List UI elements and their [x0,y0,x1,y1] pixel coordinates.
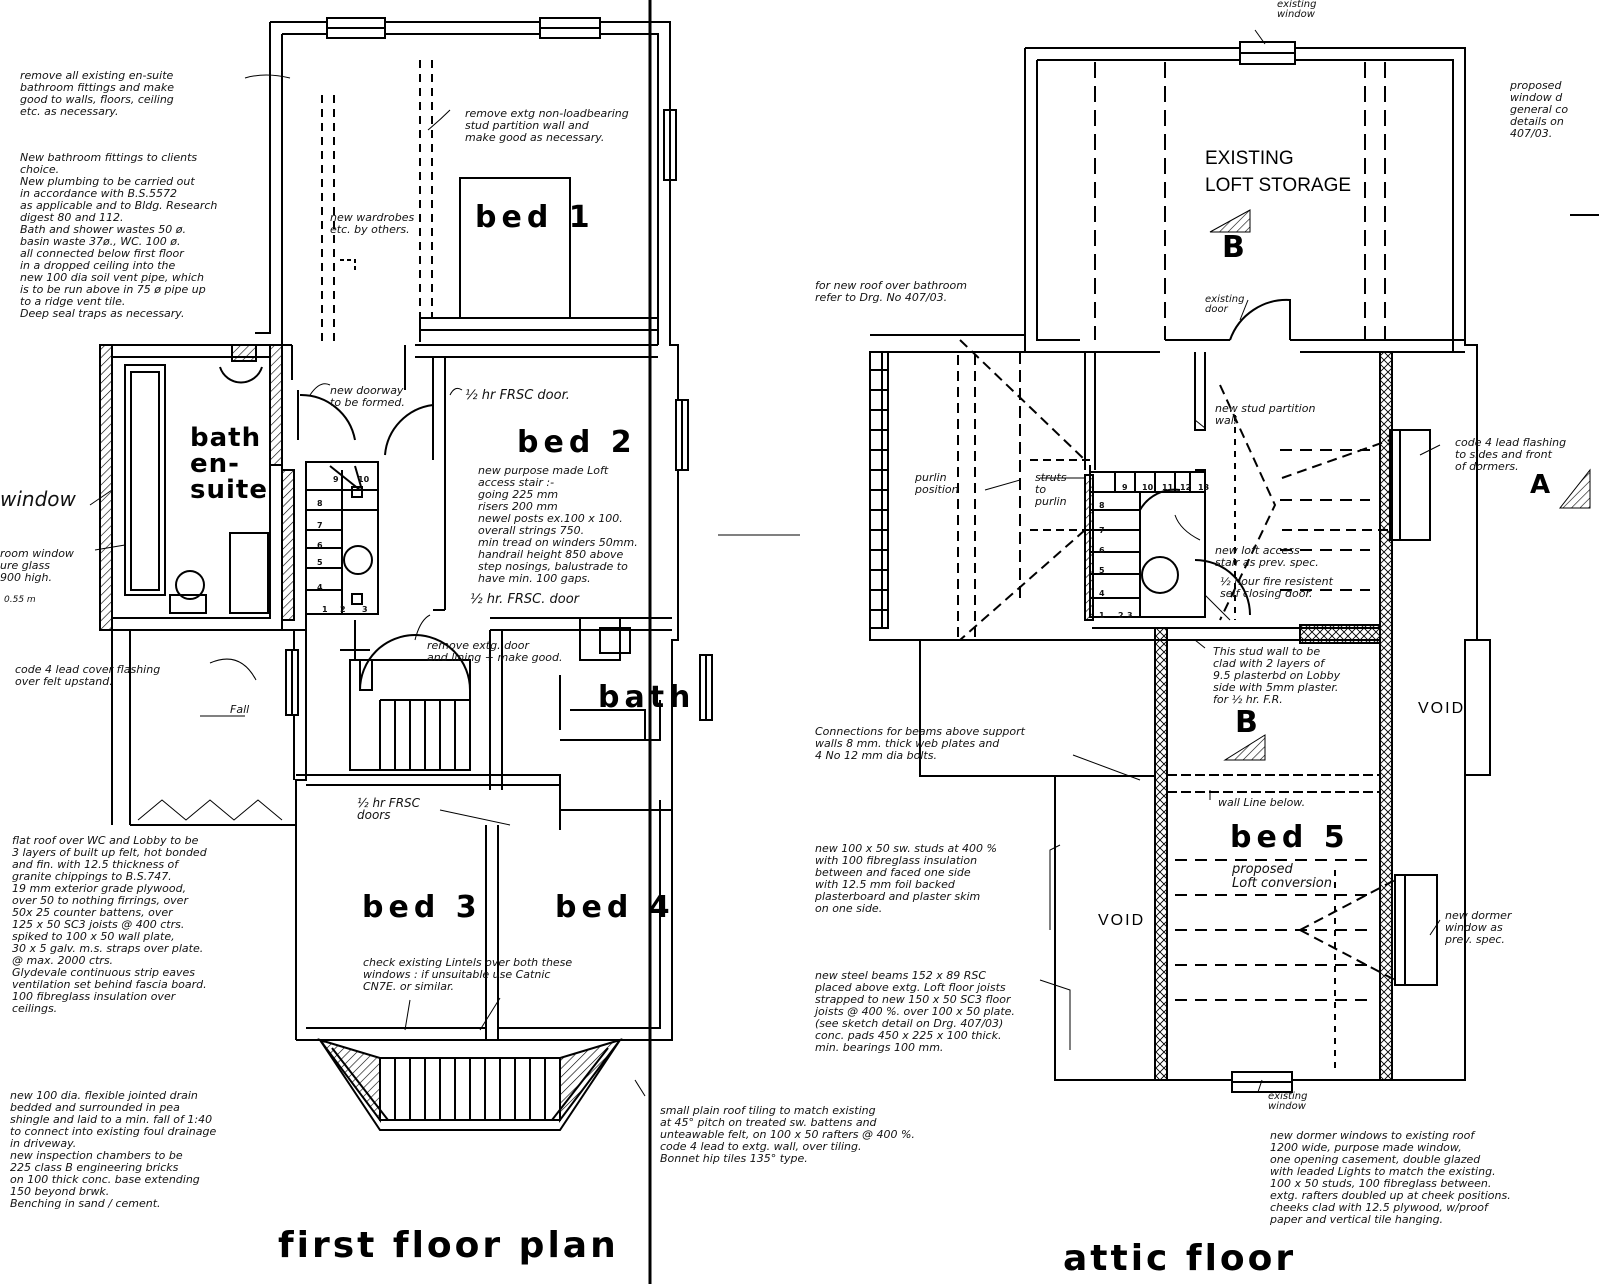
note-frsc-door-top: ½ hr FRSC door. [465,388,570,403]
note-lintels: check existing Lintels over both these w… [363,956,573,993]
note-purlin: purlin position [915,471,959,496]
first-floor-leaders [89,74,646,1097]
note-wall-line: wall Line below. [1218,796,1306,809]
note-wardrobes: new wardrobes etc. by others. [330,211,415,236]
attic-stair-tread-number: 5 [1099,566,1105,575]
first-floor-stair-tread-number: 2 [340,605,346,614]
note-window-dimension: 0.55 m [4,595,36,605]
first-floor-stair-tread-number: 7 [317,521,323,530]
note-remove-door: remove extg. door and lining + make good… [427,639,563,664]
attic-stair-tread-number: 12 [1180,483,1192,492]
room-bath-ensuite: bath en- suite [190,423,268,505]
note-remove-ensuite: remove all existing en-suite bathroom fi… [20,69,174,118]
attic-stair-tread-number: 4 [1099,589,1105,598]
first-floor-stair-tread-number: 8 [317,499,323,508]
room-bed-5: bed 5 [1230,820,1350,855]
attic-walls [869,41,1491,1093]
attic-stair-tread-number: 1 [1099,611,1105,620]
attic-stair-tread-number: 11 [1162,483,1174,492]
note-window-left: window [0,487,76,511]
attic-stair-tread-number: 6 [1099,546,1105,555]
note-stud-partition: new stud partition wall [1215,402,1316,427]
room-bed-3: bed 3 [362,890,482,925]
first-floor-stair-tread-number: 5 [317,558,323,567]
room-loft-storage: EXISTING LOFT STORAGE [1205,148,1352,196]
note-existing-door: existing door [1205,294,1245,315]
note-fall: Fall [230,703,250,716]
section-mark-a: A [1530,470,1551,500]
first-floor-plan-title: first floor plan [278,1225,619,1266]
first-floor-walls [99,17,713,1131]
attic-stair-tread-number: 9 [1122,483,1128,492]
note-existing-window-top: existing window [1277,0,1317,20]
section-mark-b-mid: B [1235,705,1258,740]
note-studs: new 100 x 50 sw. studs at 400 % with 100… [815,842,997,915]
room-bed-4: bed 4 [555,890,675,925]
note-existing-window-bottom: existing window [1268,1091,1308,1112]
bed-5-subtitle: proposed Loft conversion [1232,862,1332,891]
note-new-dormer: new dormer window as prev. spec. [1445,909,1512,946]
first-floor-stair-tread-number: 9 [333,475,339,484]
first-floor-stair-tread-number: 10 [358,475,370,484]
note-loft-stair: new loft access stair as prev. spec. [1215,544,1319,569]
attic-stair-tread-number: 2 [1118,611,1124,620]
room-bed-2: bed 2 [517,425,637,460]
first-floor-stair-tread-number: 3 [362,605,368,614]
attic-stair-tread-number: 10 [1142,483,1154,492]
note-frsc-door-mid: ½ hr. FRSC. door [470,592,579,607]
room-bed-1: bed 1 [475,200,595,235]
note-remove-partition: remove extg non-loadbearing stud partiti… [465,107,629,144]
note-drain: new 100 dia. flexible jointed drain bedd… [10,1089,217,1150]
note-connections: Connections for beams above support wall… [815,725,1025,762]
first-floor-stair-tread-number: 1 [322,605,328,614]
note-proposed-window: proposed window d general co details on … [1510,79,1569,140]
void-left: VOID [1098,912,1146,929]
attic-leaders [984,29,1441,1093]
note-inspection: new inspection chambers to be 225 class … [10,1149,200,1210]
attic-stair-tread-number: 3 [1127,611,1133,620]
note-roof-bathroom: for new roof over bathroom refer to Drg.… [815,279,967,304]
note-steel-beams: new steel beams 152 x 89 RSC placed abov… [815,969,1015,1054]
note-new-bathroom: New bathroom fittings to clients choice.… [20,151,218,320]
section-markers [1209,209,1591,761]
note-stud-wall: This stud wall to be clad with 2 layers … [1213,645,1341,706]
note-stair-spec: new purpose made Loft access stair :- go… [478,464,638,585]
attic-stair-tread-number: 8 [1099,501,1105,510]
void-right: VOID [1418,700,1466,717]
note-roof-tiling: small plain roof tiling to match existin… [660,1104,915,1165]
note-new-doorway: new doorway to be formed. [330,384,405,409]
room-bath: bath [598,680,696,715]
note-flat-roof: flat roof over WC and Lobby to be 3 laye… [12,834,207,1015]
attic-stair-tread-number: 13 [1198,483,1210,492]
note-frsc-doors-bottom: ½ hr FRSC doors [357,796,421,822]
note-struts: struts to purlin [1035,471,1067,508]
attic-floor-title: attic floor [1063,1238,1297,1279]
section-mark-b-top: B [1222,230,1245,265]
note-dormer-windows: new dormer windows to existing roof 1200… [1270,1129,1511,1226]
first-floor-stair-tread-number: 6 [317,541,323,550]
note-window-spec: room window ure glass 900 high. [0,547,74,584]
note-fire-door: ½ hour fire resistent self closing door. [1220,575,1333,600]
note-lead-cover: code 4 lead cover flashing over felt ups… [15,663,161,688]
attic-stair-tread-number: 7 [1099,526,1105,535]
first-floor-stair-tread-number: 4 [317,583,323,592]
note-lead-flashing: code 4 lead flashing to sides and front … [1455,436,1567,473]
